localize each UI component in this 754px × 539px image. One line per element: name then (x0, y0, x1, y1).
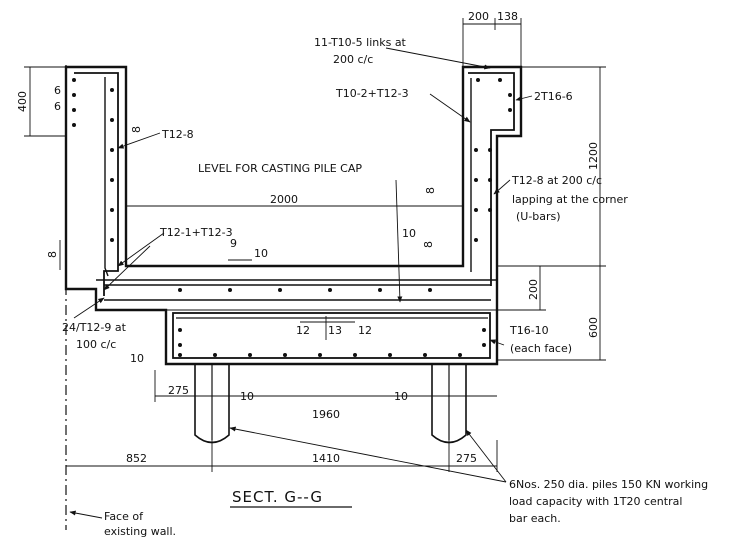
dim-8-inner-right: 8 (424, 187, 437, 194)
dim-6a-left: 6 (54, 84, 61, 97)
dim-2000: 2000 (270, 193, 298, 206)
dim-12-left: 12 (296, 324, 310, 337)
dim-12-right: 12 (358, 324, 372, 337)
existing-wall-note-line2: existing wall. (104, 525, 176, 538)
dim-275-right: 275 (456, 452, 477, 465)
left-top-bars-note: T12-8 (161, 128, 194, 141)
dim-6b-left: 6 (54, 100, 61, 113)
dim-9: 9 (230, 237, 237, 250)
dim-1200-right: 1200 (587, 142, 600, 170)
dimension-lines (24, 18, 606, 472)
right-bars-note-line1: T12-8 at 200 c/c (511, 174, 602, 187)
bottom-left-bars-note-line1: 24/T12-9 at (62, 321, 127, 334)
dim-200-top: 200 (468, 10, 489, 23)
dim-600-right: 600 (587, 317, 600, 338)
piles-note-line2: load capacity with 1T20 central (509, 495, 682, 508)
left-wall-rebar (74, 72, 119, 296)
pile-cap-cage (172, 312, 491, 359)
dim-8-inner-left: 8 (130, 126, 143, 133)
existing-wall-note-line1: Face of (104, 510, 144, 523)
dim-1410: 1410 (312, 452, 340, 465)
dim-1960: 1960 (312, 408, 340, 421)
dim-138-top: 138 (497, 10, 518, 23)
dim-8-left: 8 (46, 251, 59, 258)
left-wall-rebar-inner (104, 77, 109, 277)
left-bars-note: T12-1+T12-3 (159, 226, 233, 239)
links-note-line1: 11-T10-5 links at (314, 36, 407, 49)
right-wall-rebar (468, 72, 515, 286)
level-note: LEVEL FOR CASTING PILE CAP (198, 162, 362, 175)
right-bars-note-line3: (U-bars) (516, 210, 561, 223)
dim-852: 852 (126, 452, 147, 465)
top-bars-note: T10-2+T12-3 (335, 87, 409, 100)
face-bars-note-line1: T16-10 (509, 324, 549, 337)
piles-note-line1: 6Nos. 250 dia. piles 150 KN working (509, 478, 708, 491)
rebar-dots (72, 78, 512, 357)
links-note-line2: 200 c/c (333, 53, 373, 66)
dim-275-left: 275 (168, 384, 189, 397)
leader-lines (69, 47, 533, 519)
piles-note-line3: bar each. (509, 512, 561, 525)
dim-10-pile-left: 10 (240, 390, 254, 403)
dim-200-right: 200 (527, 279, 540, 300)
bottom-left-bars-note-line2: 100 c/c (76, 338, 116, 351)
dim-10-bottom: 10 (130, 352, 144, 365)
dim-10-pile-right: 10 (394, 390, 408, 403)
face-bars-note-line2: (each face) (510, 342, 572, 355)
right-bars-note-line2: lapping at the corner (512, 193, 628, 206)
dim-400-left: 400 (16, 91, 29, 112)
section-title: SECT. G--G (232, 488, 323, 506)
dim-8-inner-mid: 8 (422, 241, 435, 248)
dim-13: 13 (328, 324, 342, 337)
section-outline (64, 65, 523, 366)
right-corner-bars-note: 2T16-6 (534, 90, 573, 103)
dim-10-left: 10 (254, 247, 268, 260)
dim-10-mid: 10 (402, 227, 416, 240)
